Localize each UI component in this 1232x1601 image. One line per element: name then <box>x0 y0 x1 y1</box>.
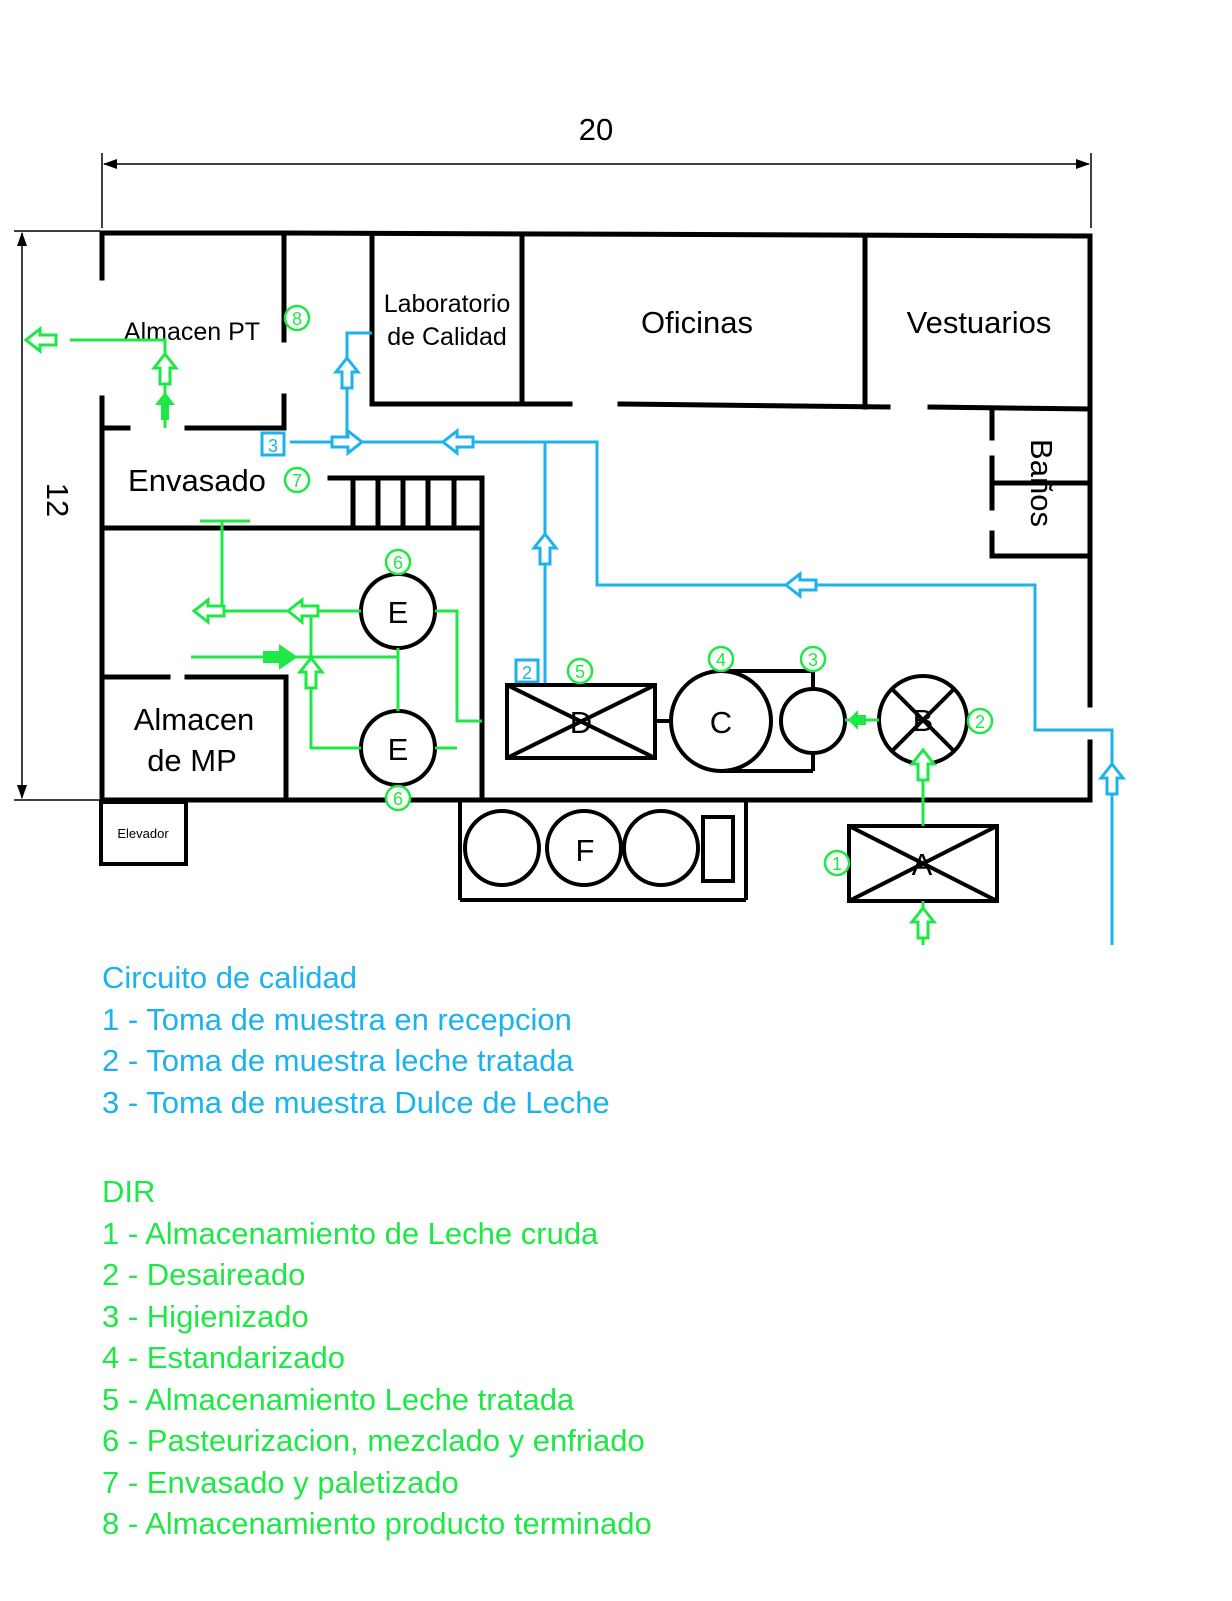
equipment-b-label: B <box>913 703 934 738</box>
dir-legend-item: 2 - Desaireado <box>102 1257 306 1292</box>
quality-arrow-left-top <box>441 429 475 455</box>
room-label-vestuarios: Vestuarios <box>907 305 1052 340</box>
dir-legend-item: 3 - Higienizado <box>102 1298 309 1334</box>
room-label-almacen-pt: Almacen PT <box>124 318 260 346</box>
room-label-oficinas: Oficinas <box>641 305 753 340</box>
svg-text:8: 8 <box>292 309 302 329</box>
quality-arrow-up-d <box>532 532 558 566</box>
pallet-rack <box>350 480 457 528</box>
dir-legend: DIR 1 - Almacenamiento de Leche cruda 2 … <box>102 1171 652 1545</box>
room-label-almacen-mp-line2: de MP <box>147 743 237 778</box>
dir-legend-item: 1 - Almacenamiento de Leche cruda <box>102 1215 599 1251</box>
dir-marker-6-top: 6 <box>384 548 412 576</box>
dir-arrow-left-b <box>848 710 866 730</box>
dir-arrow-up-mp <box>298 656 324 690</box>
equipment-f <box>458 802 748 902</box>
quality-arrow-up-right <box>1099 762 1125 796</box>
quality-arrow-right-3 <box>330 429 364 455</box>
dimension-width: 20 <box>101 112 1092 228</box>
dir-marker-6-bottom: 6 <box>384 784 412 812</box>
dir-arrow-up-b <box>910 748 936 782</box>
quality-legend-item: 2 - Toma de muestra leche tratada <box>102 1043 574 1078</box>
dir-marker-4: 4 <box>707 645 735 673</box>
dimension-height: 12 <box>14 230 100 801</box>
dir-arrow-up-pt <box>152 352 178 386</box>
elevator-box <box>99 800 188 866</box>
room-label-laboratorio-line2: de Calidad <box>387 323 507 351</box>
quality-marker-3: 3 <box>260 431 286 457</box>
quality-arrow-left-mid <box>784 572 818 598</box>
svg-text:4: 4 <box>716 650 726 670</box>
dir-marker-2: 2 <box>966 707 994 735</box>
quality-marker-2: 2 <box>514 658 540 684</box>
dir-marker-7: 7 <box>283 466 311 494</box>
quality-legend-item: 1 - Toma de muestra en recepcion <box>102 1001 572 1037</box>
dir-flow-lines <box>70 338 925 945</box>
dir-legend-item: 8 - Almacenamiento producto terminado <box>102 1506 652 1541</box>
equipment-e-top: E <box>359 572 437 650</box>
dir-markers: 1 2 3 4 5 6 6 7 <box>283 304 994 877</box>
elevator-label: Elevador <box>117 826 169 841</box>
equipment-e-bottom: E <box>359 709 437 787</box>
equipment-d <box>505 683 671 760</box>
dir-marker-8: 8 <box>283 304 311 332</box>
equipment-d-label: D <box>570 705 592 740</box>
svg-text:3: 3 <box>268 436 278 456</box>
dimension-height-label: 12 <box>40 483 75 517</box>
dir-legend-item: 7 - Envasado y paletizado <box>102 1464 459 1500</box>
quality-markers: 1 2 3 <box>260 431 540 684</box>
room-label-almacen-mp-line1: Almacen <box>134 702 255 737</box>
dir-arrow-left-env <box>192 598 226 624</box>
dir-legend-item: 6 - Pasteurizacion, mezclado y enfriado <box>102 1423 645 1458</box>
quality-legend-item: 3 - Toma de muestra Dulce de Leche <box>102 1084 610 1120</box>
svg-text:2: 2 <box>975 712 985 732</box>
dir-arrow-left-e <box>286 598 320 624</box>
svg-text:7: 7 <box>292 471 302 491</box>
equipment-c <box>669 669 847 773</box>
svg-text:6: 6 <box>393 789 403 809</box>
room-label-banos: Baños <box>1024 439 1059 527</box>
svg-text:5: 5 <box>575 662 585 682</box>
dimension-width-label: 20 <box>579 112 613 147</box>
dir-legend-title: DIR <box>102 1174 156 1209</box>
dir-arrow-left-pt <box>24 327 58 353</box>
dir-arrow-up-a <box>910 906 936 940</box>
dir-marker-3: 3 <box>799 645 827 673</box>
quality-legend: Circuito de calidad 1 - Toma de muestra … <box>102 957 610 1123</box>
svg-text:6: 6 <box>393 553 403 573</box>
quality-legend-title: Circuito de calidad <box>102 960 358 995</box>
svg-text:E: E <box>388 595 409 630</box>
building-walls <box>99 230 1093 803</box>
room-label-envasado: Envasado <box>128 463 266 498</box>
dir-arrow-right-mp <box>263 644 298 670</box>
svg-text:3: 3 <box>808 650 818 670</box>
dir-arrow-up-pt-solid <box>155 392 175 420</box>
svg-text:2: 2 <box>522 663 532 683</box>
svg-text:1: 1 <box>832 854 842 874</box>
quality-arrow-up-lab <box>334 356 360 390</box>
svg-text:E: E <box>388 732 409 767</box>
dir-legend-item: 5 - Almacenamiento Leche tratada <box>102 1381 575 1417</box>
equipment-c-label: C <box>710 705 732 740</box>
equipment-a-label: A <box>912 847 933 882</box>
dir-marker-1: 1 <box>823 849 851 877</box>
dir-legend-item: 4 - Estandarizado <box>102 1340 345 1375</box>
floor-plan: 20 12 <box>14 112 1125 945</box>
room-label-laboratorio-line1: Laboratorio <box>384 290 510 318</box>
equipment-f-label: F <box>576 833 595 868</box>
dir-marker-5: 5 <box>566 657 594 685</box>
